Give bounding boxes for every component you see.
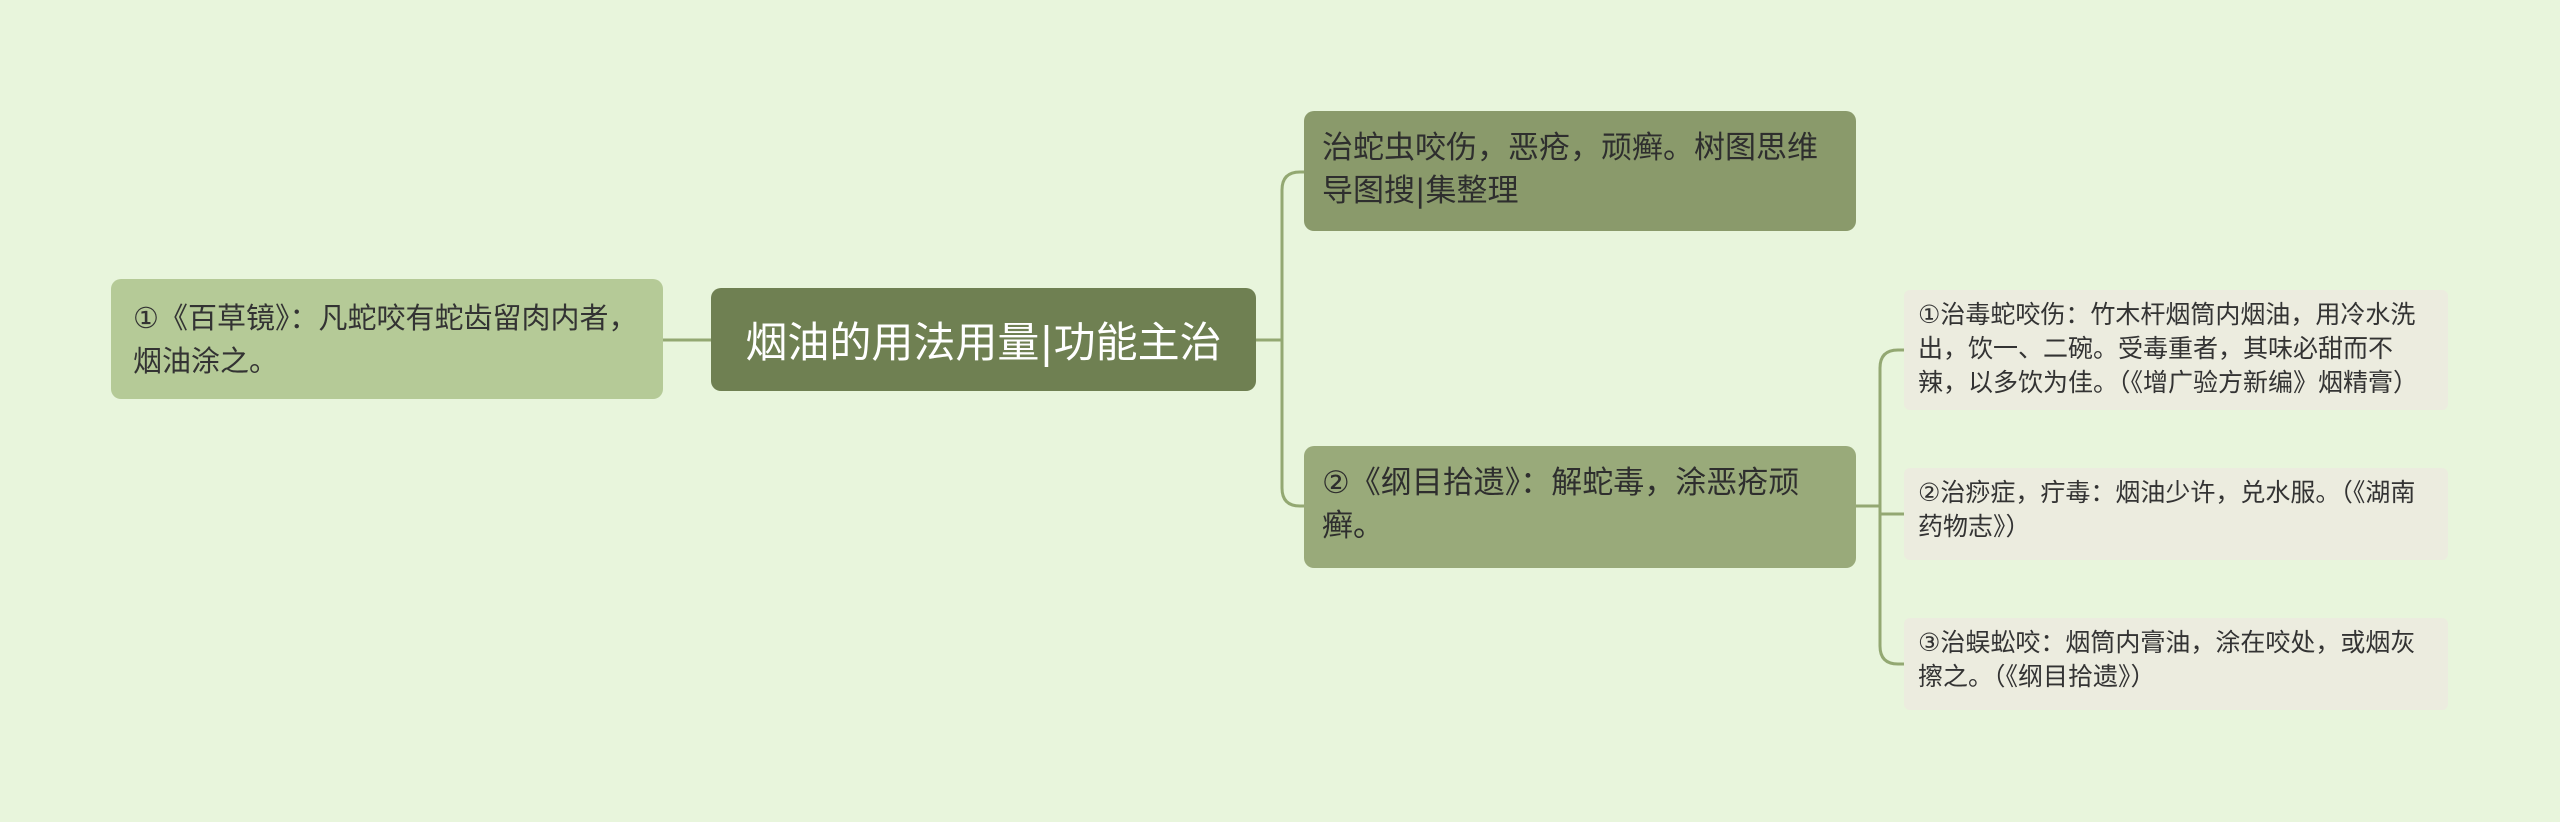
left-node-label: ①《百草镜》：凡蛇咬有蛇齿留肉内者，烟油涂之。 [133,301,638,378]
connector-leaf2 [1878,506,1904,516]
connector-leaf3 [1878,506,1904,666]
right-node-label: 治蛇虫咬伤，恶疮，顽癣。树图思维导图搜|集整理 [1322,130,1818,209]
left-node-baicaojing[interactable]: ①《百草镜》：凡蛇咬有蛇齿留肉内者，烟油涂之。 [111,279,663,399]
connector-leaf1 [1878,348,1904,506]
leaf-node-label: ②治痧症，疔毒：烟油少许，兑水服。（《湖南药物志》） [1918,478,2416,541]
leaf-node-centipede[interactable]: ③治蜈蚣咬：烟筒内膏油，涂在咬处，或烟灰擦之。（《纲目拾遗》） [1904,618,2448,710]
right-node-label: ②《纲目拾遗》：解蛇毒，涂恶疮顽癣。 [1322,465,1800,544]
root-node[interactable]: 烟油的用法用量|功能主治 [711,288,1256,391]
connector-root-right1 [1280,170,1304,340]
leaf-node-shazheng[interactable]: ②治痧症，疔毒：烟油少许，兑水服。（《湖南药物志》） [1904,468,2448,560]
leaf-node-snakebite[interactable]: ①治毒蛇咬伤：竹木杆烟筒内烟油，用冷水洗出，饮一、二碗。受毒重者，其味必甜而不辣… [1904,290,2448,410]
right-node-gangmu[interactable]: ②《纲目拾遗》：解蛇毒，涂恶疮顽癣。 [1304,446,1856,568]
connector-root-right2 [1280,340,1304,508]
leaf-node-label: ①治毒蛇咬伤：竹木杆烟筒内烟油，用冷水洗出，饮一、二碗。受毒重者，其味必甜而不辣… [1918,300,2419,397]
root-label: 烟油的用法用量|功能主治 [745,318,1222,367]
right-node-indications[interactable]: 治蛇虫咬伤，恶疮，顽癣。树图思维导图搜|集整理 [1304,111,1856,231]
leaf-node-label: ③治蜈蚣咬：烟筒内膏油，涂在咬处，或烟灰擦之。（《纲目拾遗》） [1918,628,2416,691]
